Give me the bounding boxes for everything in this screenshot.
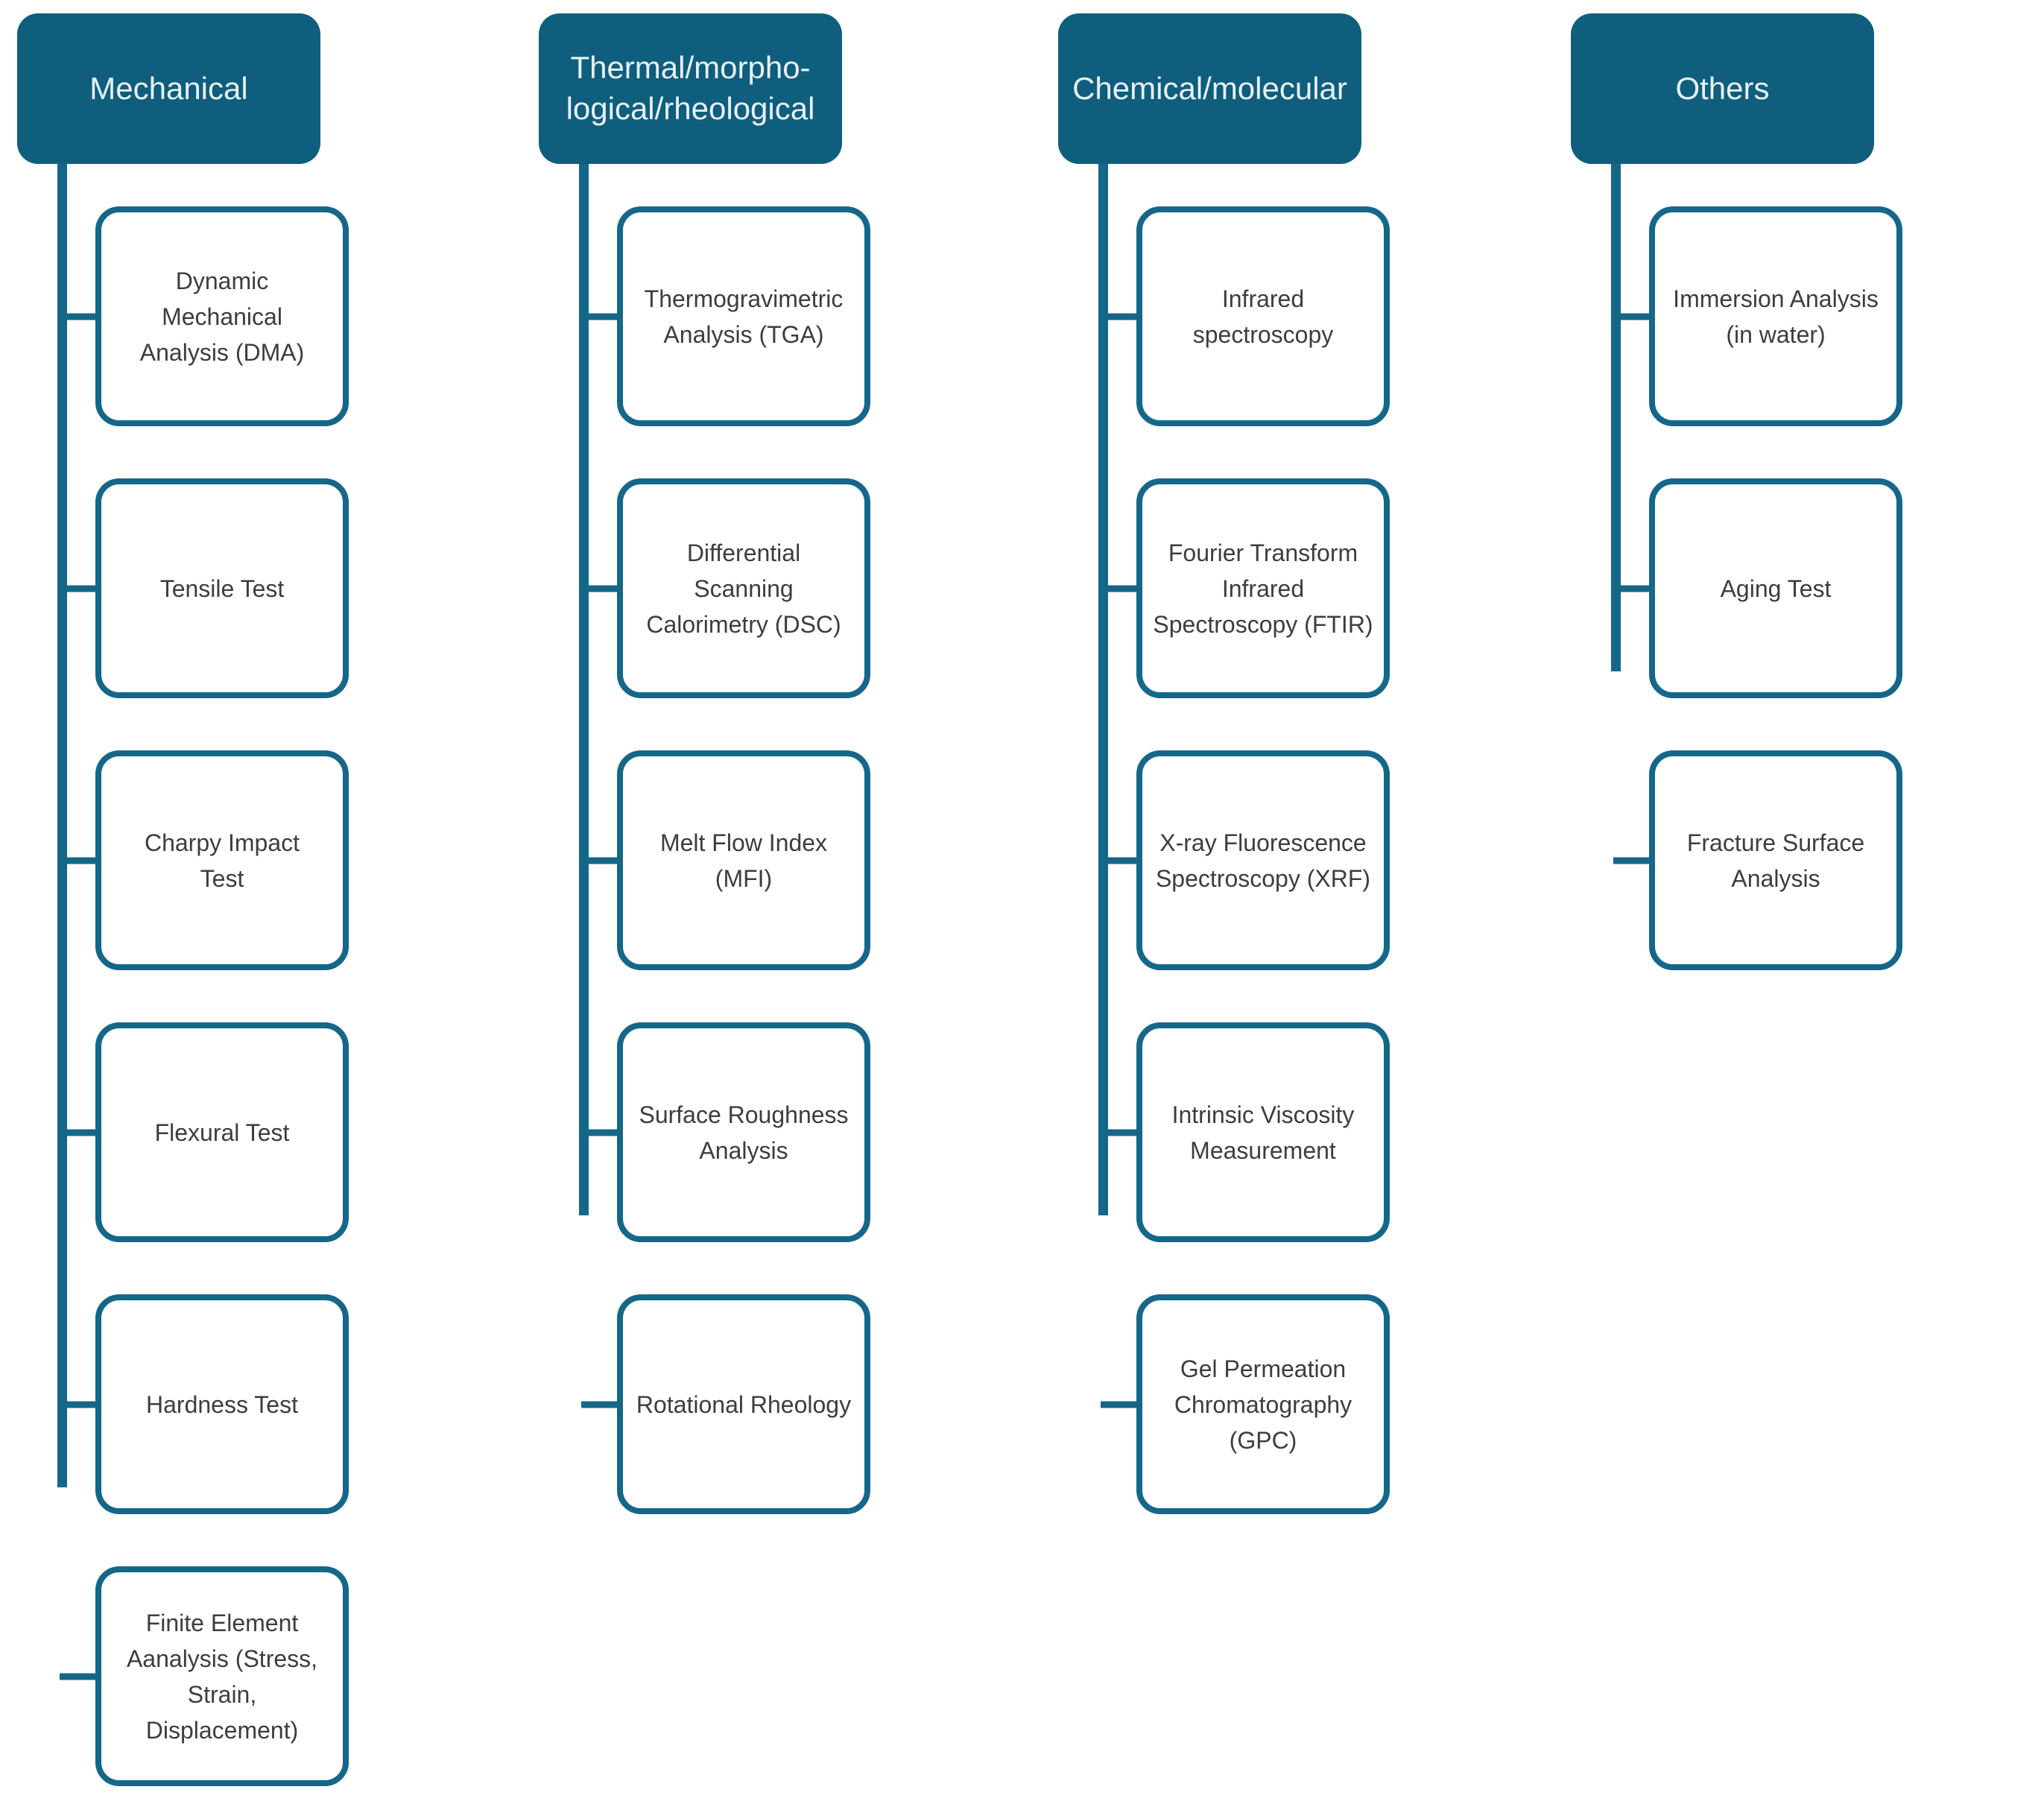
column-chemical-molecular: Chemical/molecular Infrared spectroscopy…	[1058, 13, 1390, 1514]
category-header-others: Others	[1571, 13, 1874, 164]
tree-node: Intrinsic Viscosity Measurement	[1136, 1022, 1390, 1242]
tree-node: Rotational Rheology	[617, 1294, 870, 1514]
column-children: Infrared spectroscopy Fourier Transform …	[1136, 206, 1390, 1514]
tree-node: Aging Test	[1649, 478, 1902, 698]
tree-node: Surface Roughness Analysis	[617, 1022, 870, 1242]
tree-node: Fracture Surface Analysis	[1649, 750, 1902, 970]
column-children: Dynamic Mechanical Analysis (DMA) Tensil…	[95, 206, 349, 1786]
connector-trunk	[1611, 164, 1621, 671]
category-header-mechanical: Mechanical	[17, 13, 320, 164]
category-header-chemical: Chemical/molecular	[1058, 13, 1361, 164]
column-mechanical: Mechanical Dynamic Mechanical Analysis (…	[17, 13, 349, 1786]
column-thermal-morphological-rheological: Thermal/morpho- logical/rheological Ther…	[539, 13, 870, 1514]
tree-node: X-ray Fluorescence Spectroscopy (XRF)	[1136, 750, 1390, 970]
category-header-thermal: Thermal/morpho- logical/rheological	[539, 13, 842, 164]
tree-node: Differential Scanning Calorimetry (DSC)	[617, 478, 870, 698]
column-children: Immersion Analysis (in water) Aging Test…	[1649, 206, 1902, 970]
connector-trunk	[1098, 164, 1108, 1215]
tree-node: Melt Flow Index (MFI)	[617, 750, 870, 970]
tree-node: Immersion Analysis (in water)	[1649, 206, 1902, 426]
tree-node: Hardness Test	[95, 1294, 349, 1514]
connector-trunk	[579, 164, 589, 1215]
tree-node: Flexural Test	[95, 1022, 349, 1242]
column-children: Thermogravimetric Analysis (TGA) Differe…	[617, 206, 870, 1514]
tree-node: Finite Element Aanalysis (Stress, Strain…	[95, 1566, 349, 1786]
tree-node: Fourier Transform Infrared Spectroscopy …	[1136, 478, 1390, 698]
tree-node: Gel Permeation Chromatography (GPC)	[1136, 1294, 1390, 1514]
tree-node: Charpy Impact Test	[95, 750, 349, 970]
tree-node: Infrared spectroscopy	[1136, 206, 1390, 426]
tree-node: Thermogravimetric Analysis (TGA)	[617, 206, 870, 426]
column-others: Others Immersion Analysis (in water) Agi…	[1571, 13, 1902, 970]
tree-node: Dynamic Mechanical Analysis (DMA)	[95, 206, 349, 426]
connector-trunk	[57, 164, 67, 1487]
tree-node: Tensile Test	[95, 478, 349, 698]
